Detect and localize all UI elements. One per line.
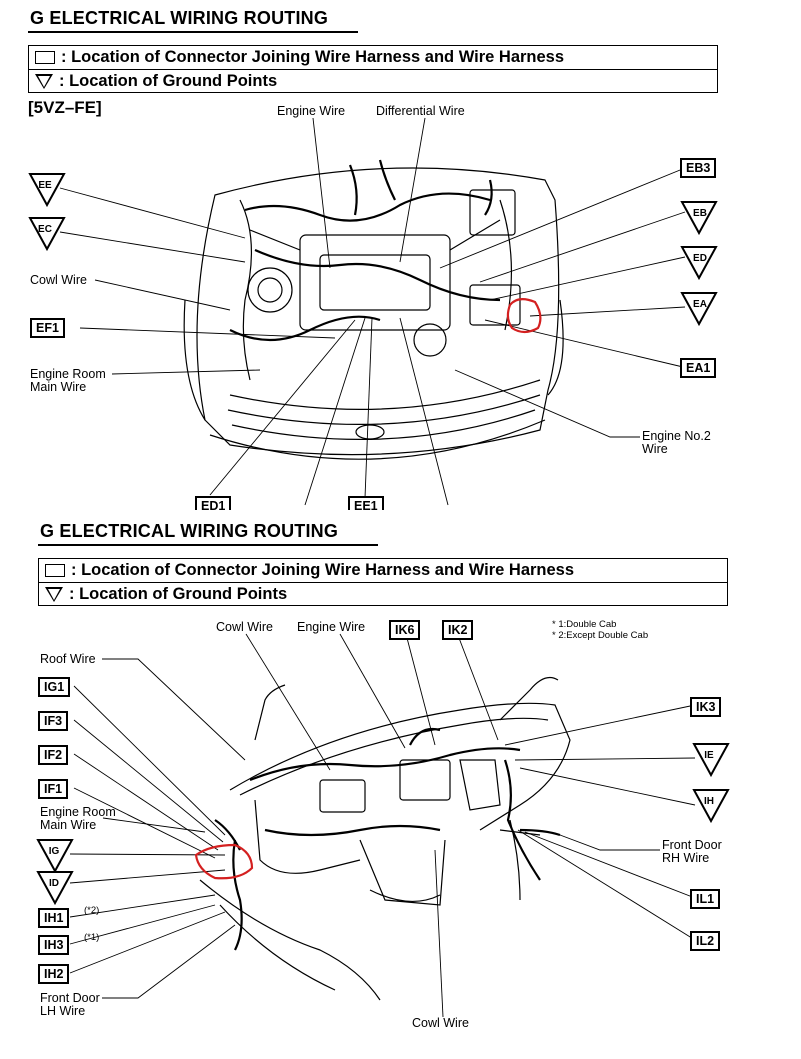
top-engine-room-main-wire-label: Engine Room Main Wire bbox=[30, 367, 106, 394]
ground-ie-triangle bbox=[692, 743, 730, 778]
bottom-roof-wire-label: Roof Wire bbox=[40, 652, 96, 666]
bottom-title-rule bbox=[38, 544, 378, 546]
top-cutoff-strip: ED1 EE1 bbox=[190, 496, 390, 510]
bottom-legend-connector-row: : Location of Connector Joining Wire Har… bbox=[39, 559, 727, 582]
connector-if1: IF1 bbox=[38, 779, 69, 799]
connector-box-icon bbox=[45, 564, 65, 577]
ground-id-label: ID bbox=[49, 878, 59, 889]
connector-il1: IL1 bbox=[690, 889, 721, 909]
ground-triangle-icon bbox=[45, 586, 63, 602]
ground-eb-label: EB bbox=[693, 208, 707, 219]
connector-ef1: EF1 bbox=[30, 318, 65, 338]
top-legend: : Location of Connector Joining Wire Har… bbox=[28, 45, 718, 93]
engine-model-label: [5VZ–FE] bbox=[28, 98, 102, 117]
bottom-cowl-wire-bottom-label: Cowl Wire bbox=[412, 1016, 469, 1030]
ground-ee-triangle bbox=[28, 173, 66, 208]
ground-ea-label: EA bbox=[693, 299, 707, 310]
highlight-ig-mark bbox=[194, 843, 254, 880]
bottom-legend-ground-text: : Location of Ground Points bbox=[69, 584, 288, 603]
highlight-ea-mark bbox=[506, 298, 542, 334]
connector-ih2: IH2 bbox=[38, 964, 70, 984]
connector-ee1-cut: EE1 bbox=[348, 496, 384, 510]
ground-ed-triangle bbox=[680, 246, 718, 281]
connector-ik2: IK2 bbox=[442, 620, 474, 640]
bottom-engine-wire-label: Engine Wire bbox=[297, 620, 366, 634]
bottom-section-title: G ELECTRICAL WIRING ROUTING bbox=[40, 521, 339, 541]
bottom-engine-room-main-wire-label: Engine Room Main Wire bbox=[40, 805, 116, 832]
connector-eb3: EB3 bbox=[680, 158, 717, 178]
top-legend-ground-text: : Location of Ground Points bbox=[59, 71, 278, 90]
connector-ed1-cut: ED1 bbox=[195, 496, 232, 510]
bottom-cowl-wire-top-label: Cowl Wire bbox=[216, 620, 273, 634]
ih1-note: (*2) bbox=[84, 905, 100, 916]
top-cowl-wire-label: Cowl Wire bbox=[30, 273, 87, 287]
connector-ih3: IH3 bbox=[38, 935, 70, 955]
top-section-title: G ELECTRICAL WIRING ROUTING bbox=[30, 8, 329, 28]
connector-if2: IF2 bbox=[38, 745, 69, 765]
ground-ig-label: IG bbox=[49, 846, 60, 857]
ground-ie-label: IE bbox=[704, 750, 714, 761]
connector-if3: IF3 bbox=[38, 711, 69, 731]
note-except-double-cab: * 2:Except Double Cab bbox=[552, 630, 649, 641]
ground-ih-triangle bbox=[692, 789, 730, 824]
top-engine-no2-wire-label: Engine No.2 Wire bbox=[642, 429, 711, 456]
top-differential-wire-label: Differential Wire bbox=[376, 104, 465, 118]
ground-ee-label: EE bbox=[38, 180, 52, 191]
bottom-front-door-rh-label: Front Door RH Wire bbox=[662, 838, 722, 865]
connector-ig1: IG1 bbox=[38, 677, 71, 697]
note-double-cab: * 1:Double Cab bbox=[552, 619, 617, 630]
ground-ed-label: ED bbox=[693, 253, 707, 264]
connector-ik3: IK3 bbox=[690, 697, 722, 717]
bottom-legend: : Location of Connector Joining Wire Har… bbox=[38, 558, 728, 606]
ground-ec-triangle bbox=[28, 217, 66, 252]
bottom-front-door-lh-label: Front Door LH Wire bbox=[40, 991, 100, 1018]
top-legend-connector-text: : Location of Connector Joining Wire Har… bbox=[61, 48, 565, 66]
top-legend-connector-row: : Location of Connector Joining Wire Har… bbox=[29, 46, 717, 69]
top-engine-wire-label: Engine Wire bbox=[277, 104, 346, 118]
bottom-legend-ground-row: : Location of Ground Points bbox=[39, 582, 727, 605]
ih3-note: (*1) bbox=[84, 932, 100, 943]
bottom-legend-connector-text: : Location of Connector Joining Wire Har… bbox=[71, 561, 575, 579]
connector-ea1: EA1 bbox=[680, 358, 717, 378]
ground-ih-label: IH bbox=[704, 796, 714, 807]
ground-ec-label: EC bbox=[38, 224, 52, 235]
top-legend-ground-row: : Location of Ground Points bbox=[29, 69, 717, 92]
ground-ea-triangle bbox=[680, 292, 718, 327]
engine-bay-drawing: EE EC EB ED EA bbox=[28, 117, 718, 506]
ground-eb-triangle bbox=[680, 201, 718, 236]
ground-triangle-icon bbox=[35, 73, 53, 89]
connector-box-icon bbox=[35, 51, 55, 64]
ground-id-triangle bbox=[36, 871, 74, 906]
ground-ig-triangle bbox=[36, 839, 74, 874]
top-title-rule bbox=[28, 31, 358, 33]
connector-il2: IL2 bbox=[690, 931, 721, 951]
connector-ik6: IK6 bbox=[389, 620, 421, 640]
connector-ih1: IH1 bbox=[38, 908, 70, 928]
